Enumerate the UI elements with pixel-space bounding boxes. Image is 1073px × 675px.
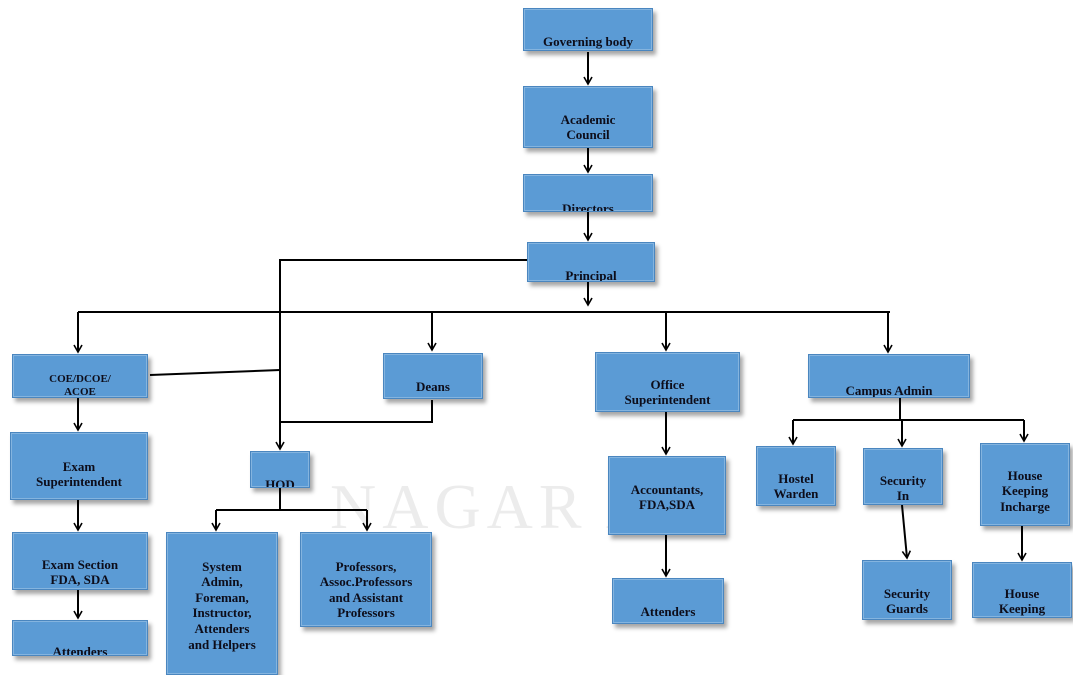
node-directors: Directors bbox=[523, 174, 653, 212]
node-label: HOD bbox=[265, 476, 295, 488]
node-security-incharge: Security In - bbox=[863, 448, 943, 505]
node-attenders-exam: Attenders bbox=[12, 620, 148, 656]
node-label: Directors bbox=[562, 200, 614, 212]
node-label: House Keeping - bbox=[998, 585, 1046, 617]
node-label: Security Guards bbox=[883, 585, 931, 617]
node-exam-superintendent: Exam Superintendent bbox=[10, 432, 148, 500]
node-label: House Keeping Incharge bbox=[1000, 467, 1050, 514]
node-label: Governing body bbox=[543, 33, 633, 49]
node-coe-dcoe-acoe: COE/DCOE/ ACOE bbox=[12, 354, 148, 398]
node-academic-council: Academic Council bbox=[523, 86, 653, 148]
node-system-admin: System Admin, Foreman, Instructor, Atten… bbox=[166, 532, 278, 675]
node-attenders-office: Attenders bbox=[612, 578, 724, 624]
node-label: Attenders bbox=[640, 603, 696, 619]
node-label: Campus Admin bbox=[845, 382, 933, 398]
node-label: Principal bbox=[565, 267, 617, 282]
node-label: Accountants, FDA,SDA bbox=[630, 481, 704, 513]
node-hostel-warden: Hostel Warden bbox=[756, 446, 836, 506]
node-governing-body: Governing body bbox=[523, 8, 653, 51]
node-principal: Principal bbox=[527, 242, 655, 282]
node-deans: Deans bbox=[383, 353, 483, 399]
watermark-text: NAGAR A bbox=[330, 471, 659, 542]
node-label: Attenders bbox=[52, 643, 108, 656]
node-label: Security In - bbox=[879, 472, 927, 504]
node-label: Exam Superintendent bbox=[36, 458, 122, 490]
node-exam-section: Exam Section FDA, SDA bbox=[12, 532, 148, 590]
line-deans-to-hod bbox=[280, 400, 433, 423]
node-label: Exam Section FDA, SDA bbox=[41, 556, 119, 588]
node-accountants: Accountants, FDA,SDA bbox=[608, 456, 726, 535]
node-housekeeping-incharge: House Keeping Incharge bbox=[980, 443, 1070, 526]
line-principal-to-hod bbox=[279, 259, 528, 420]
line-coe-to-hod bbox=[149, 369, 281, 376]
node-housekeeping: House Keeping - bbox=[972, 562, 1072, 618]
node-label: Professors, Assoc.Professors and Assista… bbox=[319, 558, 413, 621]
node-label: Academic Council bbox=[560, 111, 616, 143]
node-hod: HOD bbox=[250, 451, 310, 488]
node-office-superintendent: Office Superintendent bbox=[595, 352, 740, 412]
node-label: Office Superintendent bbox=[624, 376, 711, 408]
node-professors: Professors, Assoc.Professors and Assista… bbox=[300, 532, 432, 627]
node-label: Hostel Warden bbox=[773, 470, 819, 502]
node-campus-admin: Campus Admin bbox=[808, 354, 970, 398]
node-label: Deans bbox=[416, 378, 450, 394]
arrow-security-to-guards bbox=[901, 504, 912, 560]
node-label: COE/DCOE/ ACOE bbox=[49, 373, 111, 398]
node-security-guards: Security Guards bbox=[862, 560, 952, 620]
node-label: System Admin, Foreman, Instructor, Atten… bbox=[188, 558, 256, 652]
